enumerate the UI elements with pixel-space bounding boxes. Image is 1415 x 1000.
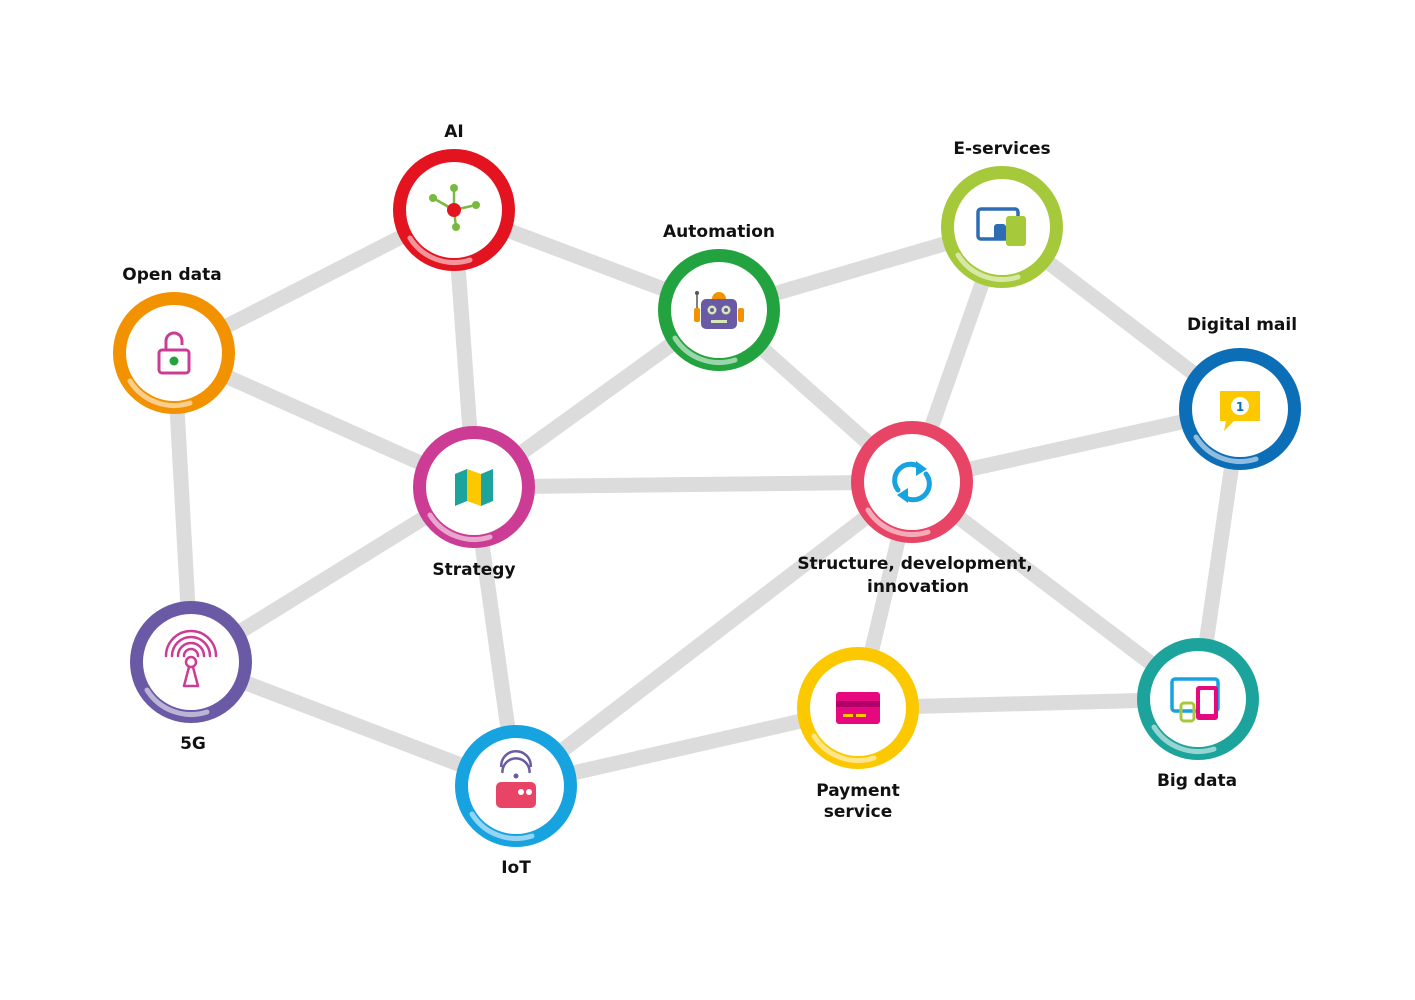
- ring-highlight: [407, 235, 473, 265]
- notification-message-icon: 1: [1220, 391, 1260, 431]
- node-big-data: Big data: [1137, 638, 1259, 791]
- node-5g: 5G: [130, 601, 252, 754]
- robot-icon: [694, 291, 744, 329]
- svg-text:1: 1: [1236, 400, 1244, 414]
- node-label: Automation: [663, 222, 775, 242]
- node-label: E-services: [953, 139, 1050, 159]
- edge-structure-iot: [508, 474, 920, 794]
- ring-highlight: [1151, 724, 1217, 754]
- ring-highlight: [672, 335, 738, 365]
- node-label: service: [824, 802, 893, 822]
- ring-highlight: [469, 811, 535, 841]
- credit-card-icon: [836, 692, 880, 724]
- node-label: Digital mail: [1187, 315, 1297, 335]
- node-label: IoT: [501, 858, 531, 878]
- edge-strategy-structure: [466, 474, 920, 495]
- ring-highlight: [811, 733, 877, 763]
- folded-map-icon: [455, 469, 493, 506]
- ring-highlight: [427, 512, 493, 542]
- ring-highlight: [144, 687, 210, 717]
- node-iot: IoT: [455, 725, 577, 878]
- node-label: Open data: [122, 265, 221, 285]
- node-structure: Structure, development, innovation: [797, 421, 1033, 597]
- ring-highlight: [955, 252, 1021, 282]
- wifi-router-icon: [496, 750, 536, 808]
- screens-icon: [1170, 677, 1220, 723]
- node-label: Big data: [1157, 771, 1237, 791]
- devices-icon: [976, 207, 1026, 246]
- node-strategy: Strategy: [413, 426, 535, 580]
- node-label: 5G: [180, 734, 206, 754]
- antenna-tower-icon: [164, 629, 218, 688]
- node-center: [126, 305, 222, 401]
- node-ai: AI: [393, 122, 515, 271]
- node-center: [864, 434, 960, 530]
- node-label: innovation: [867, 577, 969, 597]
- node-center: [143, 614, 239, 710]
- refresh-cycle-icon: [892, 461, 932, 503]
- network-hub-icon: [429, 184, 480, 231]
- ring-highlight: [1193, 434, 1259, 464]
- node-automation: Automation: [658, 222, 780, 371]
- node-open-data: Open data: [113, 265, 235, 414]
- ring-highlight: [127, 378, 193, 408]
- node-label: AI: [444, 122, 463, 142]
- node-label: Structure, development,: [797, 554, 1032, 574]
- node-label: Strategy: [432, 560, 515, 580]
- node-label: Payment: [816, 781, 900, 801]
- unlocked-padlock-icon: [157, 331, 191, 375]
- node-digital-mail: 1 Digital mail: [1179, 315, 1301, 470]
- node-e-services: E-services: [941, 139, 1063, 288]
- ring-highlight: [865, 507, 931, 537]
